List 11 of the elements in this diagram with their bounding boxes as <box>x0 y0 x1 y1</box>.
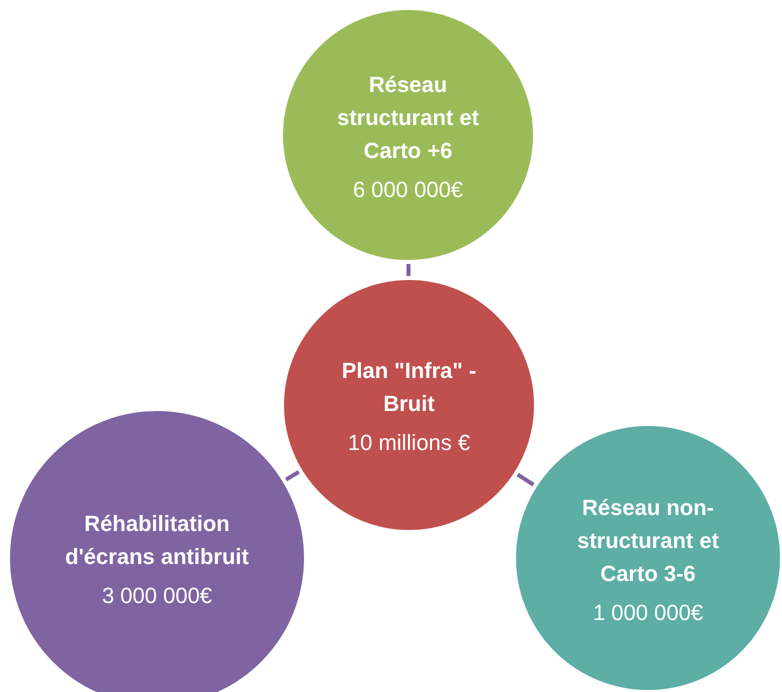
node-title: Réseau structurant et Carto +6 <box>336 70 480 164</box>
connector-line <box>285 470 300 482</box>
connector-line <box>406 264 411 276</box>
amount-label: 6 000 000€ <box>352 176 464 202</box>
node-title: Plan "Infra" - Bruit <box>340 357 478 418</box>
amount-label: 10 millions € <box>348 430 470 456</box>
amount-label: 3 000 000€ <box>102 583 212 609</box>
amount-label: 1 000 000€ <box>592 600 704 626</box>
node-title: Réseau non-structurant et Carto 3-6 <box>576 494 720 588</box>
connector-line <box>516 472 535 486</box>
node-title: Réhabilitation d'écrans antibruit <box>64 510 250 571</box>
